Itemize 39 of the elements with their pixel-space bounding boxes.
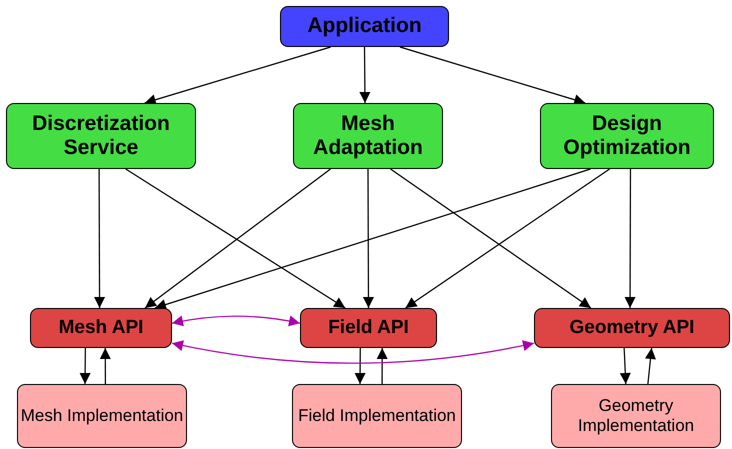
arrow: [362, 169, 374, 308]
process-box: [551, 384, 721, 448]
box-label: Geometry Implementation: [576, 396, 696, 436]
process-box: [280, 6, 449, 47]
box-label: Design Optimization: [562, 112, 692, 160]
box-label: Field API: [328, 317, 409, 339]
box-label: Discretization Service: [31, 112, 171, 160]
arrow: [100, 348, 111, 384]
arrow: [359, 47, 370, 103]
process-box: [293, 103, 443, 169]
box-label: Mesh API: [58, 317, 144, 339]
arrow: [172, 340, 534, 364]
arrow: [405, 168, 610, 308]
arrow: [144, 46, 331, 106]
arrow: [154, 168, 591, 310]
process-box: [17, 384, 187, 448]
arrow: [620, 348, 631, 384]
arrow: [390, 168, 592, 308]
arrow: [645, 348, 656, 384]
box-label: Mesh Implementation: [20, 406, 184, 426]
arrow: [172, 316, 300, 326]
process-box: [30, 308, 172, 348]
arrow: [624, 169, 636, 308]
box-label: Mesh Adaptation: [312, 112, 424, 160]
process-box: [534, 308, 730, 348]
process-box: [6, 103, 196, 169]
process-box: [292, 384, 462, 448]
arrow: [125, 168, 346, 308]
arrow: [94, 169, 106, 308]
box-label: Application: [307, 14, 422, 39]
box-label: Field Implementation: [298, 406, 456, 426]
arrow: [354, 348, 366, 384]
arrow: [400, 46, 586, 106]
box-label: Geometry API: [570, 317, 694, 339]
process-box: [540, 103, 714, 169]
arrow: [80, 348, 91, 384]
arrow: [376, 348, 388, 384]
arrow: [144, 168, 331, 308]
process-box: [300, 308, 437, 348]
